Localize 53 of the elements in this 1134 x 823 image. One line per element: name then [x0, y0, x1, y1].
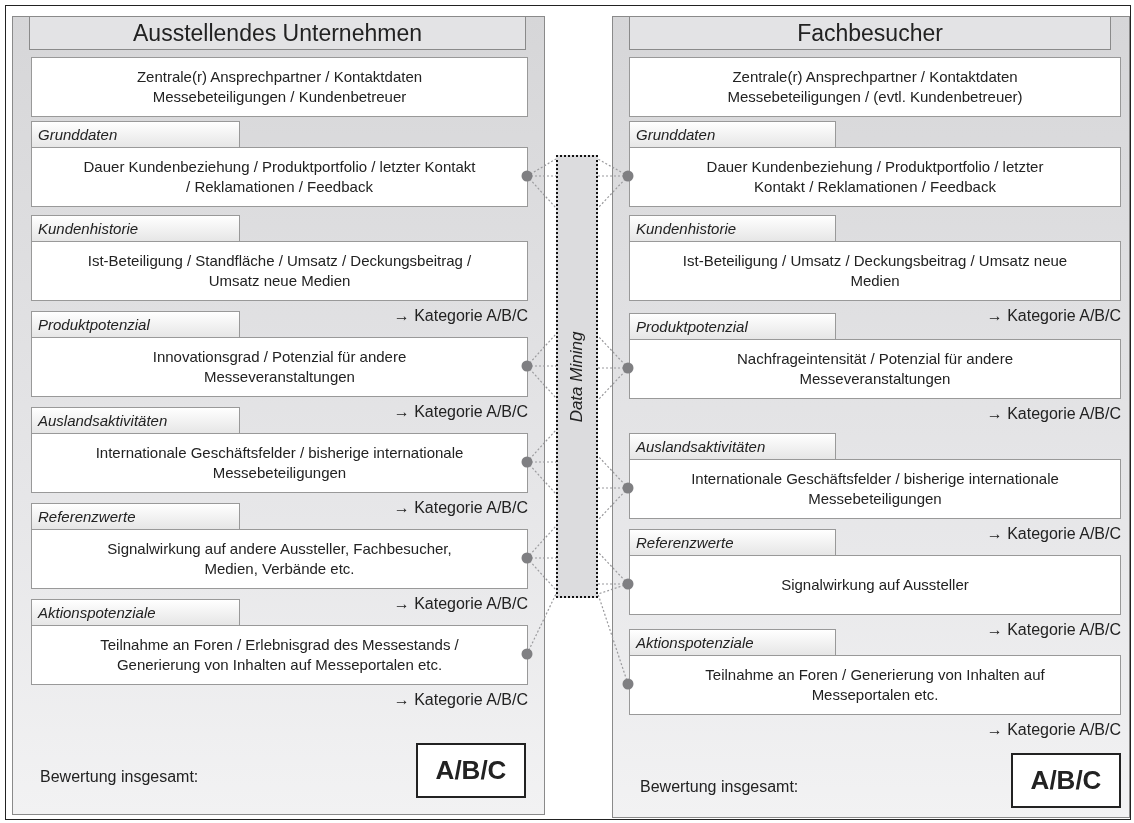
category-note: → Kategorie A/B/C [986, 621, 1121, 639]
content-box: Teilnahme an Foren / Erlebnisgrad des Messestands / Generierung von Inhalten auf Messeportalen etc. [31, 625, 528, 685]
section-tab: Auslandsaktivitäten [31, 407, 240, 434]
section-tab: Auslandsaktivitäten [629, 433, 836, 460]
category-note: → Kategorie A/B/C [986, 405, 1121, 423]
category-note: → Kategorie A/B/C [393, 691, 528, 709]
section-tab: Aktionspotenziale [31, 599, 240, 626]
panel-title: Ausstellendes Unternehmen [29, 16, 526, 50]
section-tab: Kundenhistorie [31, 215, 240, 242]
category-note: → Kategorie A/B/C [393, 595, 528, 613]
dotted-connector [597, 158, 634, 209]
category-note: → Kategorie A/B/C [986, 525, 1121, 543]
content-box: Zentrale(r) Ansprechpartner / Kontaktdaten Messebeteiligungen / (evtl. Kundenbetreuer) [629, 57, 1121, 117]
content-box: Internationale Geschäftsfelder / bisherige internationale Messebeteiligungen [629, 459, 1121, 519]
grade-box: A/B/C [416, 743, 526, 798]
category-note: → Kategorie A/B/C [393, 403, 528, 421]
section-tab: Kundenhistorie [629, 215, 836, 242]
content-box: Signalwirkung auf Aussteller [629, 555, 1121, 615]
summary-label: Bewertung insgesamt: [640, 778, 799, 796]
dotted-connector [521, 525, 557, 591]
content-box: Ist-Beteiligung / Standfläche / Umsatz / Deckungsbeitrag / Umsatz neue Medien [31, 241, 528, 301]
vertical-label: Data Mining [567, 331, 587, 422]
section-tab: Aktionspotenziale [629, 629, 836, 656]
summary-label: Bewertung insgesamt: [40, 768, 199, 786]
section-tab: Produktpotenzial [629, 313, 836, 340]
section-tab: Referenzwerte [629, 529, 836, 556]
dotted-connector [521, 333, 557, 399]
content-box: Teilnahme an Foren / Generierung von Inhalten auf Messeportalen etc. [629, 655, 1121, 715]
content-box: Ist-Beteiligung / Umsatz / Deckungsbeitrag / Umsatz neue Medien [629, 241, 1121, 301]
process-bar [556, 155, 598, 598]
category-note: → Kategorie A/B/C [393, 307, 528, 325]
section-tab: Produktpotenzial [31, 311, 240, 338]
dotted-connector [597, 593, 634, 690]
dotted-connector [521, 593, 557, 660]
section-tab: Grunddaten [31, 121, 240, 148]
dotted-connector [521, 429, 557, 495]
content-box: Nachfrageintensität / Potenzial für andere Messeveranstaltungen [629, 339, 1121, 399]
content-box: Internationale Geschäftsfelder / bisherige internationale Messebeteiligungen [31, 433, 528, 493]
category-note: → Kategorie A/B/C [393, 499, 528, 517]
section-tab: Referenzwerte [31, 503, 240, 530]
panel-background [12, 16, 545, 815]
category-note: → Kategorie A/B/C [986, 307, 1121, 325]
panel-title: Fachbesucher [629, 16, 1111, 50]
content-box: Signalwirkung auf andere Aussteller, Fachbesucher, Medien, Verbände etc. [31, 529, 528, 589]
dotted-connector [521, 158, 557, 209]
section-tab: Grunddaten [629, 121, 836, 148]
panel-background [612, 16, 1130, 818]
content-box: Dauer Kundenbeziehung / Produktportfolio / letzter Kontakt / Reklamationen / Feedback [629, 147, 1121, 207]
content-box: Dauer Kundenbeziehung / Produktportfolio / letzter Kontakt / Reklamationen / Feedback [31, 147, 528, 207]
content-box: Zentrale(r) Ansprechpartner / Kontaktdaten Messebeteiligungen / Kundenbetreuer [31, 57, 528, 117]
content-box: Innovationsgrad / Potenzial für andere Messeveranstaltungen [31, 337, 528, 397]
grade-box: A/B/C [1011, 753, 1121, 808]
category-note: → Kategorie A/B/C [986, 721, 1121, 739]
